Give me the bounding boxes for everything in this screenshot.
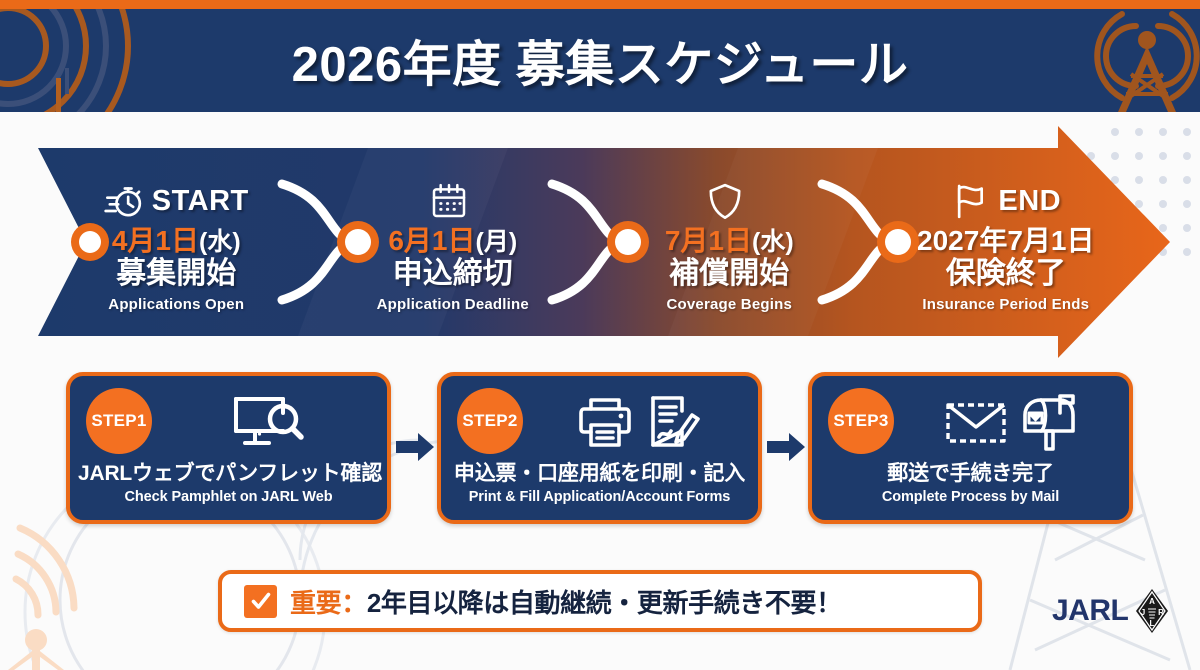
stage-4-label-jp: 保険終了 (945, 256, 1066, 290)
stage-2-label-jp: 申込締切 (392, 256, 513, 290)
notice-emphasis: 重要： (290, 587, 367, 618)
step-2-badge: STEP2 (457, 388, 523, 454)
stage-1-dow: (水) (199, 228, 241, 257)
step-card-2[interactable]: STEP2 申込票・口座用紙を印刷・記入 (437, 372, 762, 524)
step-1-label-jp: JARLウェブでパンフレット確認 (78, 462, 383, 485)
step-2-label-jp: 申込票・口座用紙を印刷・記入 (453, 462, 746, 485)
step-3-label-jp: 郵送で手続き完了 (887, 462, 1054, 485)
step-3-badge: STEP3 (828, 388, 894, 454)
notice-text: 重要：2年目以降は自動継続・更新手続き不要！ (290, 583, 842, 620)
stage-2-label-en: Application Deadline (376, 295, 529, 313)
stage-1-date: 4月1日(水) (111, 225, 241, 257)
timeline-stage-3: 7月1日(水) 補償開始 Coverage Begins (591, 126, 868, 358)
stage-2-header (429, 179, 477, 223)
step-3-label-en: Complete Process by Mail (881, 489, 1060, 506)
stage-4-label-en: Insurance Period Ends (922, 295, 1090, 313)
step-connector-arrow-1 (396, 433, 434, 461)
important-notice-box: 重要：2年目以降は自動継続・更新手続き不要！ (218, 570, 982, 632)
jarl-logo: JARL A J R L (1052, 588, 1180, 634)
stage-3-date: 7月1日(水) (664, 225, 794, 257)
jarl-logo-text: JARL (1052, 594, 1129, 627)
flag-icon (958, 184, 984, 219)
step-1-label-en: Check Pamphlet on JARL Web (124, 489, 333, 506)
mailbox-icon (1022, 394, 1075, 451)
svg-text:A: A (1149, 597, 1155, 606)
svg-text:J: J (1141, 608, 1145, 617)
svg-text:R: R (1158, 608, 1164, 617)
stage-2-dow: (月) (475, 228, 518, 257)
step-2-text: 申込票・口座用紙を印刷・記入 Print & Fill Application/… (449, 462, 750, 505)
step-3-text: 郵送で手続き完了 Complete Process by Mail (820, 462, 1121, 505)
stage-1-label-jp: 募集開始 (116, 256, 237, 290)
step-1-badge: STEP1 (86, 388, 152, 454)
stage-3-label-jp: 補償開始 (669, 256, 790, 290)
document-pen-icon (650, 396, 700, 447)
step-1-text: JARLウェブでパンフレット確認 Check Pamphlet on JARL … (78, 462, 383, 506)
step-connector-arrow-2 (767, 433, 805, 461)
timeline-banner: START 4月1日(水) 募集開始 Applications Open (38, 126, 1170, 358)
step-card-1[interactable]: STEP1 JARLウェブでパンフレット確認 Check Pamphlet on… (66, 372, 391, 524)
stage-1-label-en: Applications Open (108, 295, 245, 313)
stage-3-header (705, 179, 753, 223)
timeline-shape (38, 126, 1170, 358)
envelope-icon (945, 403, 1006, 443)
calendar-icon (432, 184, 465, 218)
step-2-icons (533, 386, 744, 458)
step-2-label-en: Print & Fill Application/Account Forms (468, 489, 731, 506)
monitor-search-icon (233, 397, 304, 445)
notice-body: 2年目以降は自動継続・更新手続き不要！ (366, 587, 842, 618)
stage-1-kicker: START (151, 184, 249, 217)
page-title: 2026年度 募集スケジュール (291, 37, 909, 92)
timeline-stage-4: END 2027年7月1日 保険終了 Insurance Period Ends (868, 126, 1171, 358)
stage-4-kicker: END (998, 184, 1062, 217)
timeline-stage-1: START 4月1日(水) 募集開始 Applications Open (38, 126, 315, 358)
jarl-diamond-emblem: A J R L (1136, 589, 1169, 633)
svg-text:L: L (1150, 619, 1155, 628)
header-banner: 2026年度 募集スケジュール (0, 0, 1200, 112)
timeline-stage-2: 6月1日(月) 申込締切 Application Deadline (315, 126, 592, 358)
stage-2-date: 6月1日(月) (388, 225, 518, 257)
stage-1-header: START (104, 179, 249, 223)
shield-icon (709, 184, 741, 220)
header-accent-bar (0, 0, 1200, 9)
stage-3-label-en: Coverage Begins (666, 295, 793, 313)
step-card-3[interactable]: STEP3 郵送で手続き完了 Complete Process by Mail (808, 372, 1133, 524)
stopwatch-icon (104, 187, 141, 217)
step-3-icons (904, 386, 1115, 458)
stage-4-date: 2027年7月1日 (917, 225, 1095, 257)
step-1-icons (162, 386, 373, 458)
stage-3-dow: (水) (752, 228, 794, 257)
printer-icon (578, 398, 631, 447)
steps-row: STEP1 JARLウェブでパンフレット確認 Check Pamphlet on… (0, 372, 1200, 532)
checkbox-checked-icon (244, 584, 277, 618)
stage-4-header: END (950, 179, 1061, 223)
